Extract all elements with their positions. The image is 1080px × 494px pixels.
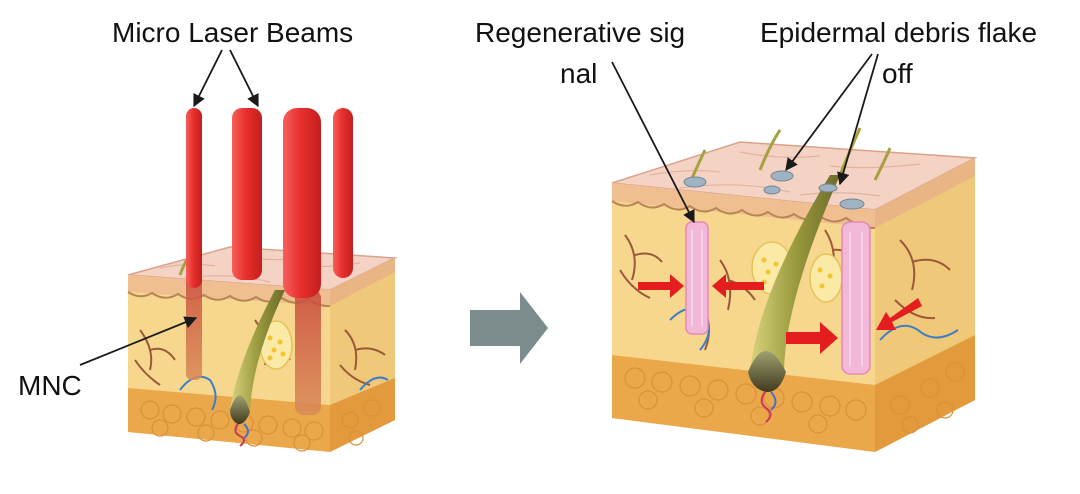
laser-beam-2 [232, 108, 262, 280]
debris-flake-3 [818, 183, 838, 193]
right-skin-block [611, 127, 978, 452]
laser-beam-1 [186, 108, 202, 288]
regenerative-signal-label-line-1: Regenerative sig [475, 17, 686, 48]
epidermal-debris-flakes [683, 170, 865, 210]
laser-beam-4 [333, 108, 353, 278]
debris-leader-line-1 [785, 53, 873, 172]
micro-laser-beams [186, 108, 353, 298]
red-arrow-icon [876, 298, 922, 330]
mnc-leader-line [79, 316, 198, 366]
epidermal-debris-label-line-1: Epidermal debris flake [760, 17, 1038, 48]
laser-beam-3 [283, 108, 321, 298]
left-hair-bulb [230, 395, 250, 425]
mnc-label: MNC [18, 370, 82, 401]
regenerative-signal-label-line-2: nal [560, 58, 598, 89]
debris-flake-1 [683, 176, 707, 188]
regenerative-zone-1 [685, 221, 709, 335]
right-arrow-icon [470, 292, 548, 364]
regenerative-zone-2 [841, 221, 871, 375]
debris-flake-2 [770, 170, 794, 182]
laser-beams-label: Micro Laser Beams [112, 17, 354, 48]
right-hair-bulb [748, 351, 786, 392]
laser-leader-line-2 [229, 49, 259, 108]
red-arrow-icon [638, 274, 684, 298]
red-arrow-icon [712, 274, 764, 298]
left-mnc-channel-2 [295, 290, 321, 415]
debris-leader-line-2 [837, 53, 879, 186]
red-arrow-icon [786, 322, 838, 354]
left-skin-block [127, 108, 398, 452]
epidermal-debris-label-line-2: off [882, 58, 913, 89]
debris-flake-5 [763, 185, 781, 195]
regen-leader-line [611, 61, 695, 224]
contraction-arrows [638, 274, 922, 354]
debris-flake-4 [839, 198, 865, 210]
laser-leader-line-1 [193, 49, 223, 108]
